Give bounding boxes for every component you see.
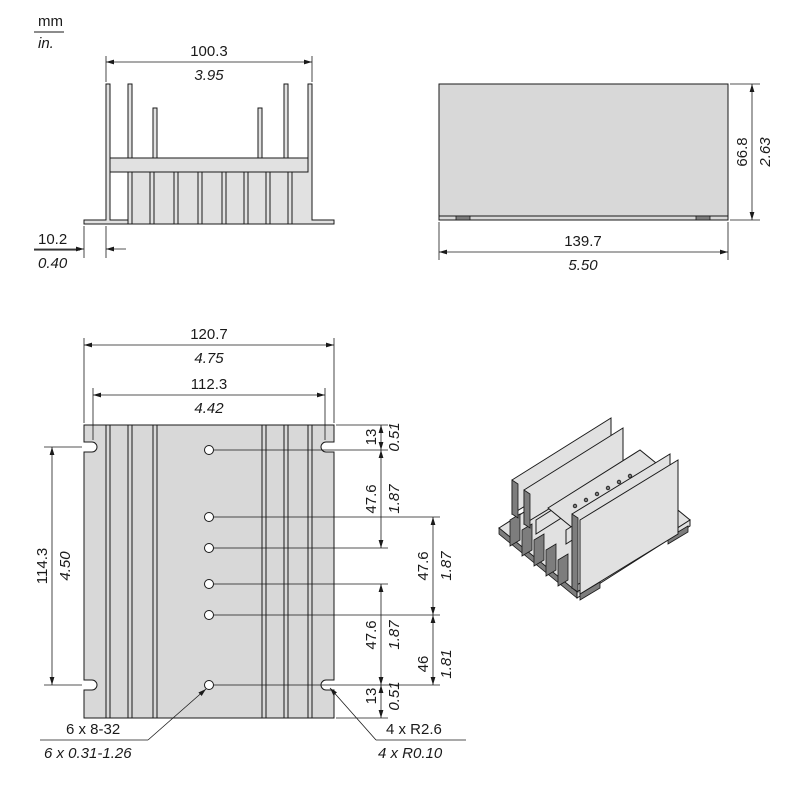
side-view: 139.7 5.50 66.8 2.63: [438, 83, 774, 274]
edge-bottom-mm: 13: [363, 688, 380, 705]
pitch-1-in: 1.87: [386, 484, 403, 514]
bottom-width-mm: 120.7: [190, 326, 228, 343]
pitch-3-in: 1.87: [386, 620, 403, 650]
units-primary: mm: [38, 13, 63, 30]
iso-lower-fins: [509, 513, 569, 587]
edge-top-in: 0.51: [386, 422, 403, 451]
units-legend: mm in.: [34, 13, 64, 52]
edge-bottom-in: 0.51: [386, 681, 403, 710]
slot-pitch-in: 4.50: [57, 551, 74, 581]
pitch-2-mm: 47.6: [415, 551, 432, 580]
holes-callout-mm: 6 x 8-32: [66, 721, 120, 738]
units-secondary: in.: [38, 35, 54, 52]
hole-2: [204, 512, 214, 522]
slot-span-mm: 112.3: [191, 376, 227, 393]
fin-lines: [105, 425, 313, 718]
pitch-4-in: 1.81: [438, 649, 455, 678]
fin-base-bar: [109, 157, 309, 173]
iso-holes: [572, 473, 633, 509]
fin-profile: [83, 83, 335, 225]
side-length-mm: 139.7: [564, 233, 602, 250]
hole-6: [204, 680, 214, 690]
side-body: [438, 83, 729, 221]
holes-callout-in: 6 x 0.31-1.26: [44, 745, 132, 762]
slot-pitch-mm: 114.3: [34, 548, 51, 584]
hole-4: [204, 579, 214, 589]
radius-callout-mm: 4 x R2.6: [386, 721, 442, 738]
hole-5: [204, 610, 214, 620]
hole-1: [204, 445, 214, 455]
mounting-holes: [204, 445, 214, 690]
isometric-view: [498, 417, 691, 601]
side-height-in: 2.63: [757, 137, 774, 168]
lower-fins: [127, 171, 293, 225]
pitch-3-mm: 47.6: [363, 620, 380, 649]
bottom-width-in: 4.75: [194, 350, 224, 367]
flange-mm: 10.2: [38, 231, 67, 248]
edge-top-mm: 13: [363, 429, 380, 446]
pitch-2-in: 1.87: [438, 551, 455, 581]
base-plate: [83, 424, 335, 719]
hole-3: [204, 543, 214, 553]
side-length-in: 5.50: [568, 257, 598, 274]
pitch-1-mm: 47.6: [363, 484, 380, 513]
radius-callout-in: 4 x R0.10: [378, 745, 443, 762]
slot-span-in: 4.42: [194, 400, 224, 417]
pitch-4-mm: 46: [415, 656, 432, 673]
front-width-in: 3.95: [194, 67, 224, 84]
front-view: 100.3 3.95 10.2 0.40: [34, 43, 335, 272]
front-width-mm: 100.3: [190, 43, 228, 60]
side-height-mm: 66.8: [734, 137, 751, 166]
flange-in: 0.40: [38, 255, 68, 272]
bottom-view: 120.7 4.75 112.3 4.42 114.3 4.50 13 0.51…: [34, 326, 466, 762]
